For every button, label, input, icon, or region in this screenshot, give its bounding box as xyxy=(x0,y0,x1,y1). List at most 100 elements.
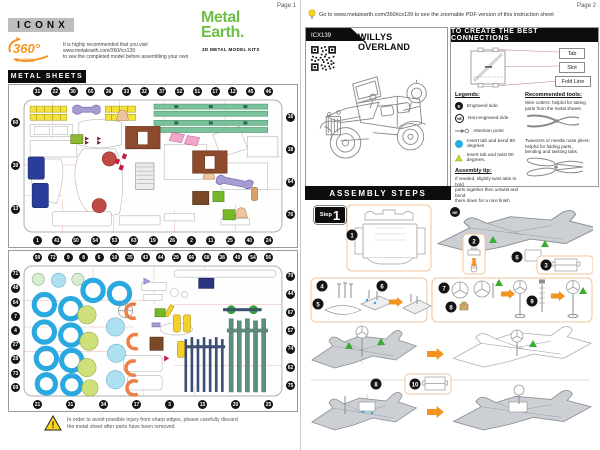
warning-icon: ! xyxy=(44,415,62,431)
step1-part1-box: 1 xyxy=(346,204,432,272)
part-callout: 13 xyxy=(11,204,20,214)
legends-title: Legends: xyxy=(455,92,480,98)
svg-text:7: 7 xyxy=(442,286,446,292)
part-callout: 4 xyxy=(11,326,20,336)
part-callout: 54 xyxy=(248,253,258,262)
part-callout: 71 xyxy=(11,269,20,279)
svg-text:ICX139: ICX139 xyxy=(311,33,332,39)
part-callout: 34 xyxy=(99,400,108,409)
part-callout: 70 xyxy=(286,271,295,281)
svg-text:5: 5 xyxy=(316,302,320,308)
page-1-label: Page 1 xyxy=(276,3,296,9)
part-callout: 17 xyxy=(132,400,141,409)
part-callout: 50 xyxy=(71,236,81,245)
metal-sheets-header: METAL SHEETS xyxy=(8,70,86,83)
part-callout: 30 xyxy=(68,87,78,96)
part-callout: 43 xyxy=(140,253,150,262)
step-1-badge: Step 1 xyxy=(315,207,345,223)
part-callout: 16 xyxy=(286,112,295,122)
part-callout: 67 xyxy=(286,308,295,318)
part-callout: 15 xyxy=(198,400,207,409)
part-callout: 32 xyxy=(139,87,149,96)
part-callout: 39 xyxy=(11,161,20,171)
goto-row: Go to www.metalearth.com/360/icx139 to s… xyxy=(308,9,554,20)
part-callout: 17 xyxy=(210,87,220,96)
part-callout: 12 xyxy=(228,87,238,96)
svg-text:360°: 360° xyxy=(13,41,41,56)
svg-text:10: 10 xyxy=(412,382,419,388)
part-callout: 25 xyxy=(225,236,235,245)
connections-box: TO CREATE THE BEST CONNECTIONS Tab Slot … xyxy=(450,27,599,203)
model-name: WILLYS OVERLAND xyxy=(358,32,411,52)
part-callout: 59 xyxy=(33,253,42,262)
part-callout: 48 xyxy=(11,283,20,293)
360-view-badge: 360° view xyxy=(8,37,49,64)
assembly-step1-diagram: 1 NE 2 6 xyxy=(310,204,593,431)
page-2-label: Page 2 xyxy=(576,3,596,9)
legend-attention: Attention point xyxy=(455,127,523,135)
part-callout: 21 xyxy=(33,400,42,409)
part-callout: 69 xyxy=(11,383,20,393)
svg-text:1: 1 xyxy=(350,233,354,239)
part-callout: 45 xyxy=(246,87,256,96)
part-callout: 29 xyxy=(171,253,181,262)
part-callout: 11 xyxy=(206,236,216,245)
part-callout: 76 xyxy=(286,210,295,220)
part-callout: 40 xyxy=(244,236,254,245)
part-callout: 35 xyxy=(125,253,135,262)
lightbulb-icon xyxy=(308,9,316,19)
wire-cutters-text: Wire cutters: helpful for taking parts f… xyxy=(525,100,586,111)
part-callout: 33 xyxy=(121,87,131,96)
part-callout: 38 xyxy=(217,253,227,262)
part-callout: 75 xyxy=(286,381,295,391)
part-callout: 27 xyxy=(11,340,20,350)
metal-earth-logo: Metal Earth. xyxy=(201,9,244,41)
svg-text:2: 2 xyxy=(472,239,476,245)
part-callout: 25 xyxy=(264,400,273,409)
non-engraved-side-icon: NE xyxy=(455,114,464,123)
svg-text:NE: NE xyxy=(452,211,458,215)
assembly-tip-title: Assembly tip: xyxy=(455,168,492,174)
engraved-side-icon: E xyxy=(455,102,463,110)
sheet2-parts-diagram xyxy=(23,265,283,397)
part-callout: 63 xyxy=(129,236,139,245)
warning-text: In order to avoid possible injury from s… xyxy=(67,417,238,430)
part-callout: 73 xyxy=(11,369,20,379)
part-callout: 44 xyxy=(156,253,166,262)
assembly-tip-text: If needed, slightly twist tabs to hold p… xyxy=(455,176,519,204)
recommendation-text: It is highly recommended that you visit … xyxy=(63,42,189,61)
model-title-box: ICX139 WILLYS OVERLAND xyxy=(305,27,448,187)
part-callout: 53 xyxy=(110,236,119,245)
page-1: Page 1 ICONX 360° view It is highly reco… xyxy=(8,0,301,450)
legend-engraved: E Engraved side xyxy=(455,102,523,110)
pliers-image xyxy=(526,157,584,177)
part-callout: 46 xyxy=(263,87,273,96)
jeep-illustration xyxy=(319,76,427,159)
legends-section: Legends: E Engraved side NE Non-engraved… xyxy=(455,92,523,204)
part-callout: 6 xyxy=(94,253,104,262)
steering-wheel-part xyxy=(118,303,134,319)
teal-slats xyxy=(226,318,268,393)
part-callout: 9 xyxy=(63,253,73,262)
part-callout: 8 xyxy=(79,253,89,262)
part-callout: 2 xyxy=(187,236,196,245)
svg-text:view: view xyxy=(21,58,34,64)
step1-parts456-box: 4 5 6 xyxy=(310,277,432,323)
qr-code xyxy=(310,45,337,72)
part-callout: 52 xyxy=(175,87,185,96)
part-callout: 37 xyxy=(157,87,167,96)
tools-section: Recommended tools: Wire cutters: helpful… xyxy=(525,92,595,184)
part-callout: 1 xyxy=(33,236,42,245)
part-callout: 60 xyxy=(11,118,20,128)
model-code-corner: ICX139 xyxy=(306,28,367,44)
connections-diagram xyxy=(470,47,560,88)
part-callout: 44 xyxy=(286,289,295,299)
part-callout: 49 xyxy=(233,253,243,262)
bend-dot-icon xyxy=(455,140,463,148)
